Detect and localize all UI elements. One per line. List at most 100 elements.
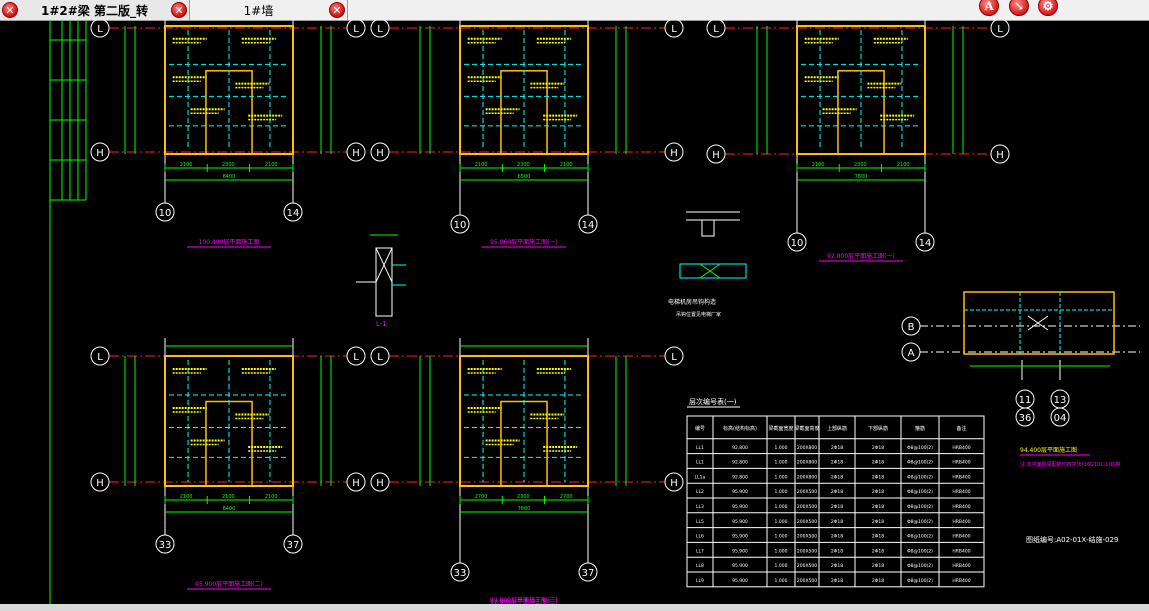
hook-detail: 电梯机房吊钩构造 吊钩位置见电梯厂家: [668, 211, 747, 318]
side-note-line1: 94.400层平面施工图: [1020, 446, 1077, 454]
axis-label: L: [671, 352, 677, 363]
dimension-text: 6400: [223, 174, 236, 180]
axis-label: 13: [1054, 395, 1067, 406]
table-cell: 200X500: [797, 563, 817, 569]
table-header-cell: 下部纵筋: [868, 425, 888, 432]
title-block-strip: [49, 20, 87, 604]
tab-wall-drawing[interactable]: 1#墙 ✕: [190, 0, 348, 20]
table-cell: HRB400: [952, 489, 970, 495]
axis-bubble: [346, 20, 366, 38]
table-cell: HRB400: [952, 548, 970, 554]
tab-label: 1#墙: [243, 3, 274, 18]
table-cell: HRB400: [952, 534, 970, 540]
table-cell: 2Φ18: [831, 474, 843, 480]
cut-off-plan-title: 92.800层平面施工图(二): [490, 596, 558, 604]
table-cell: 200X500: [797, 519, 817, 525]
table-cell: 1.000: [775, 445, 788, 451]
axis-label: 10: [454, 220, 467, 231]
table-cell: LL6: [696, 534, 704, 540]
axis-label: L: [353, 352, 359, 363]
side-note-line2: 注:本平面图梁配筋均按平法(16G101-1)绘制: [1020, 461, 1120, 468]
table-cell: LL8: [696, 563, 704, 569]
table-cell: 200X500: [797, 578, 817, 584]
table-cell: 95.900: [732, 548, 748, 554]
table-header-cell: 标高(结构标高): [723, 425, 757, 432]
table-header-cell: 编号: [695, 425, 705, 432]
axis-label: L: [353, 24, 359, 35]
close-icon[interactable]: ✕: [329, 2, 345, 18]
table-cell: 2Φ18: [872, 563, 884, 569]
dimension-text: 7800: [518, 506, 531, 512]
axis-bubble: [90, 472, 110, 492]
table-cell: 2Φ18: [872, 504, 884, 510]
axis-label: 37: [287, 540, 300, 551]
tab-beam-drawing[interactable]: ✕ 1#2#梁 第二版_转 ✕: [0, 0, 190, 20]
table-cell: LL5: [696, 519, 704, 525]
axis-label: A: [908, 348, 915, 359]
table-cell: 200X800: [797, 474, 817, 480]
dimension-text: 2100: [812, 162, 825, 168]
axis-bubble: [90, 20, 110, 38]
table-title: 层次编号表(一): [689, 397, 737, 406]
dimension-text: 2700: [560, 494, 573, 500]
table-cell: 200X500: [797, 504, 817, 510]
axis-label: 04: [1054, 413, 1067, 424]
axis-label: H: [996, 150, 1004, 161]
drawing-number: 图纸编号:A02-01X-结施-029: [1026, 535, 1118, 544]
axis-bubble: [578, 562, 598, 582]
axis-bubble: [283, 202, 303, 222]
table-cell: 92.800: [732, 460, 748, 466]
table-cell: Φ8@100(2): [907, 548, 933, 554]
section-label: L-1: [376, 320, 387, 328]
table-cell: 1.000: [775, 563, 788, 569]
axis-label: L: [377, 352, 383, 363]
axis-bubble: [370, 472, 390, 492]
table-cell: Φ8@100(2): [907, 445, 933, 451]
table-cell: 2Φ18: [831, 548, 843, 554]
section-detail-l1: L-1: [356, 234, 406, 328]
table-header-cell: 箍筋: [915, 425, 925, 432]
table-cell: HRB400: [952, 519, 970, 525]
plan-title: 92.800层平面施工图(一): [827, 252, 895, 260]
table-cell: 2Φ18: [872, 548, 884, 554]
close-icon[interactable]: ✕: [171, 2, 187, 18]
dimension-text: 2100: [897, 162, 910, 168]
axis-label: H: [96, 148, 104, 159]
table-cell: HRB400: [952, 445, 970, 451]
dimension-text: 2300: [854, 162, 867, 168]
dimension-text: 2100: [475, 162, 488, 168]
table-cell: 2Φ18: [872, 460, 884, 466]
right-elevation-detail: B A 11 13 36 04: [901, 291, 1140, 427]
table-header-cell: 备注: [956, 425, 966, 432]
axis-label: L: [97, 24, 103, 35]
close-icon[interactable]: ✕: [2, 2, 18, 18]
pin-tool-icon[interactable]: ↘: [1009, 0, 1029, 16]
axis-bubble: [346, 472, 366, 492]
axis-label: L: [997, 24, 1003, 35]
table-cell: 2Φ18: [831, 445, 843, 451]
settings-gear-icon[interactable]: ⚙: [1038, 0, 1058, 16]
table-cell: 2Φ18: [872, 578, 884, 584]
table-cell: 1.000: [775, 534, 788, 540]
tab-bar: ✕ 1#2#梁 第二版_转 ✕ 1#墙 ✕ A ↘ ⚙: [0, 0, 1149, 21]
table-cell: LL1a: [695, 474, 706, 480]
table-cell: 2Φ18: [872, 489, 884, 495]
beam-schedule-table: 层次编号表(一) 编号标高(结构标高)梁截面宽度梁截面高度上部纵筋下部纵筋箍筋备…: [686, 397, 985, 588]
axis-label: 11: [1019, 395, 1032, 406]
side-note: 94.400层平面施工图 注:本平面图梁配筋均按平法(16G101-1)绘制: [1020, 446, 1120, 468]
table-cell: 92.800: [732, 474, 748, 480]
axis-bubble: [706, 20, 726, 38]
axis-bubble: [664, 472, 684, 492]
axis-bubble: [283, 534, 303, 554]
table-cell: 2Φ18: [831, 519, 843, 525]
table-cell: HRB400: [952, 460, 970, 466]
table-cell: 200X800: [797, 460, 817, 466]
table-cell: 1.000: [775, 548, 788, 554]
table-cell: 200X500: [797, 534, 817, 540]
axis-bubble: [90, 346, 110, 366]
text-tool-icon[interactable]: A: [979, 0, 999, 16]
table-cell: 92.800: [732, 445, 748, 451]
